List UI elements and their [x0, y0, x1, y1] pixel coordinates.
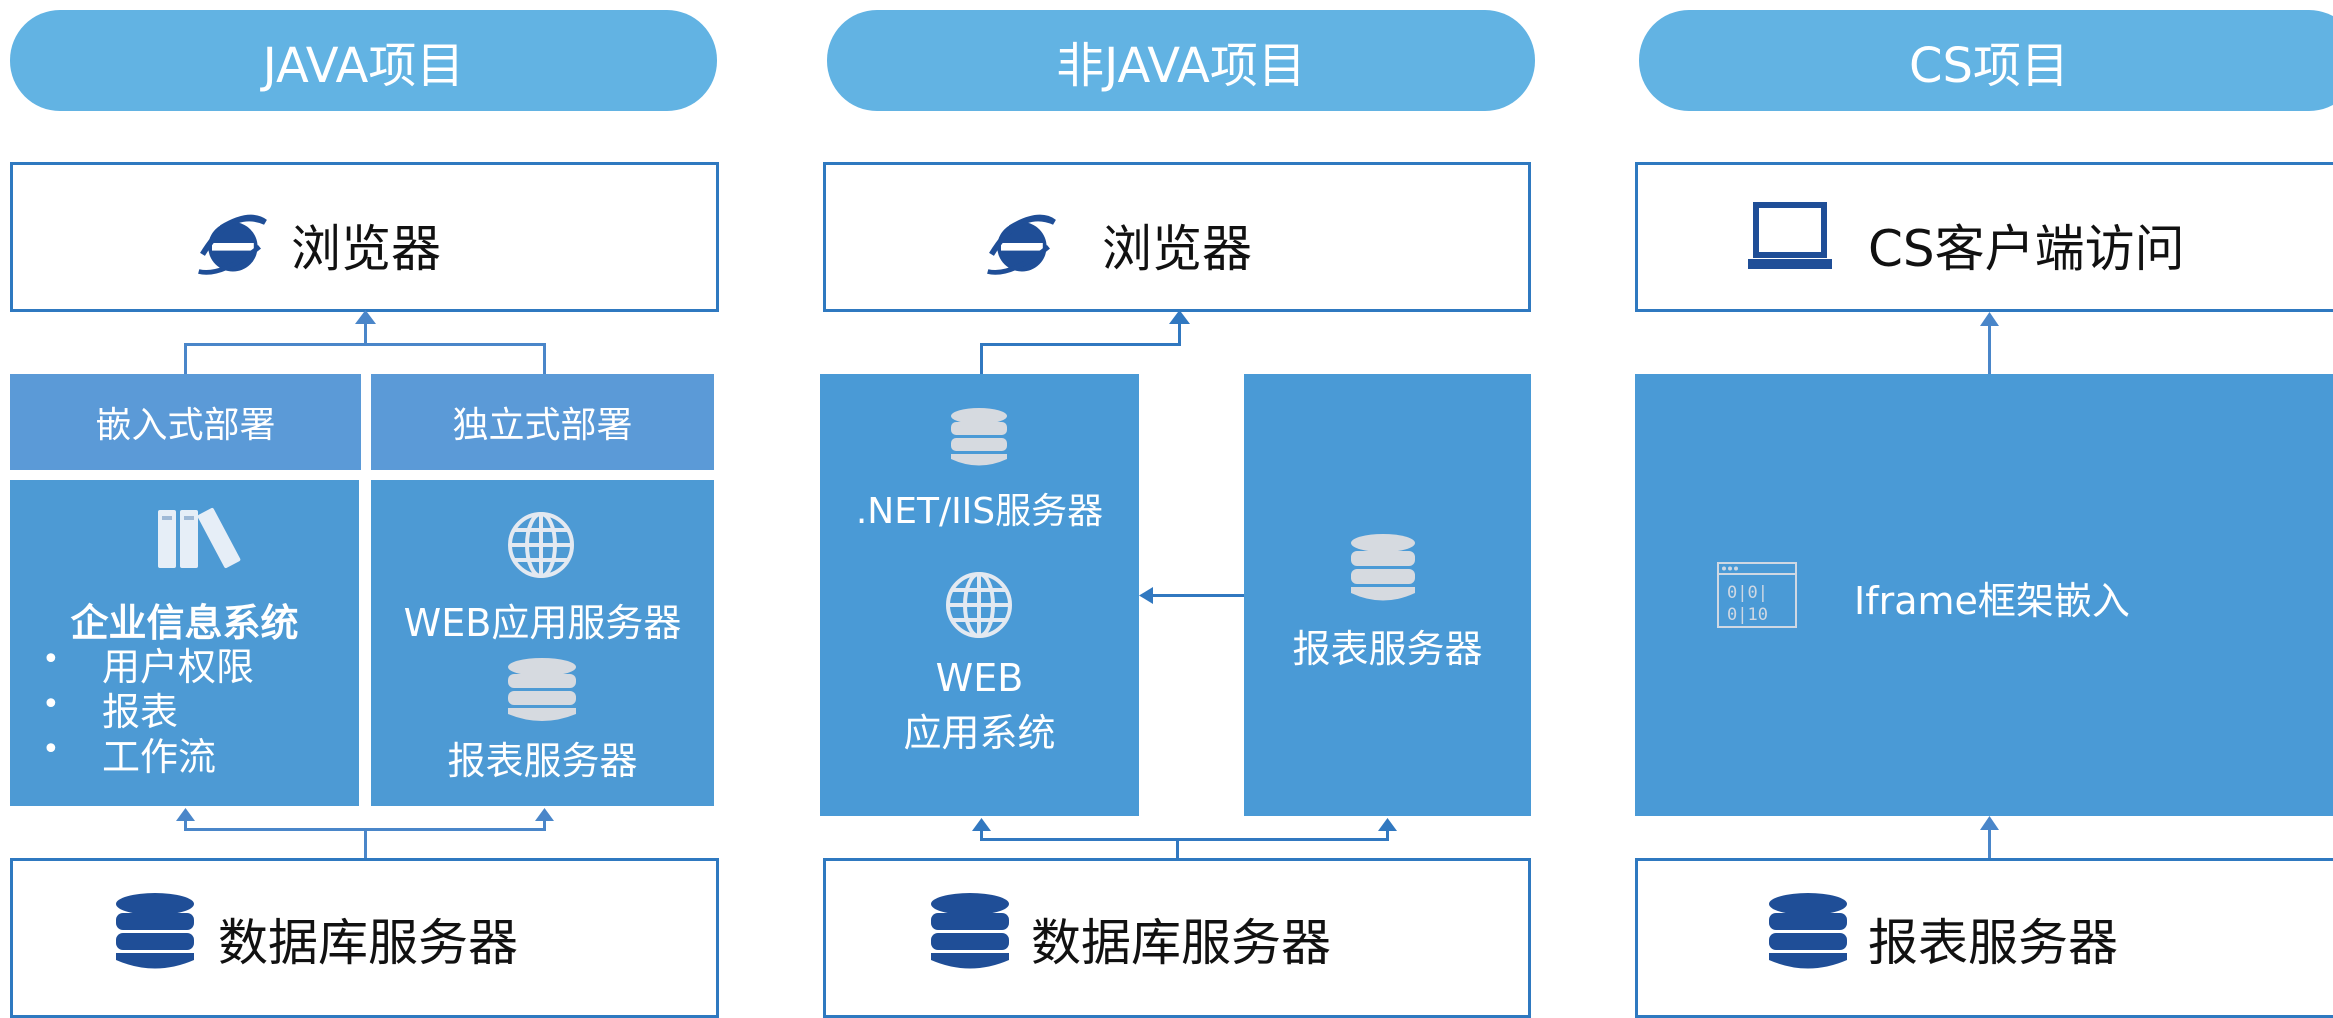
database-icon — [931, 893, 1009, 969]
arrowhead — [355, 310, 376, 324]
laptop-icon — [1748, 202, 1832, 269]
iframe-embed-panel: 0|0| 0|10 Iframe框架嵌入 — [1635, 374, 2333, 816]
database-icon — [1351, 534, 1415, 601]
bullet-dot: • — [42, 642, 60, 677]
nonjava-report-panel: 报表服务器 — [1244, 374, 1531, 816]
nonjava-title-pill: 非JAVA项目 — [827, 10, 1535, 111]
report-server-label: 报表服务器 — [447, 739, 638, 783]
net-iis-label: .NET/IIS服务器 — [855, 491, 1104, 532]
database-icon — [1769, 893, 1847, 969]
nonjava-report-label: 报表服务器 — [1292, 627, 1483, 671]
iframe-label: Iframe框架嵌入 — [1854, 579, 2130, 623]
connector — [980, 343, 1181, 346]
nonjava-title: 非JAVA项目 — [1056, 37, 1306, 94]
connector — [1988, 828, 1991, 860]
cs-title: CS项目 — [1909, 37, 2069, 94]
ie-browser-icon — [198, 214, 267, 275]
globe-icon — [508, 512, 574, 578]
connector — [184, 343, 187, 375]
web-app-line2: 应用系统 — [903, 711, 1056, 755]
standalone-server-panel: WEB应用服务器 报表服务器 — [371, 480, 714, 806]
connector — [184, 343, 546, 346]
embedded-deploy-label: 嵌入式部署 — [95, 405, 276, 446]
nonjava-browser-label: 浏览器 — [1102, 220, 1252, 278]
cs-report-server-label: 报表服务器 — [1868, 914, 2118, 972]
web-app-server-label: WEB应用服务器 — [403, 601, 682, 645]
arrowhead — [1169, 310, 1190, 324]
connector — [1178, 320, 1181, 346]
net-iis-panel: .NET/IIS服务器 WEB 应用系统 — [820, 374, 1139, 816]
java-browser-box: 浏览器 — [10, 162, 719, 312]
arrowhead — [1980, 312, 1999, 326]
database-icon — [508, 658, 576, 721]
connector — [1988, 322, 1991, 375]
connector — [1150, 594, 1244, 597]
java-browser-label: 浏览器 — [291, 220, 441, 278]
cs-client-label: CS客户端访问 — [1868, 220, 2185, 278]
cs-client-box: CS客户端访问 — [1635, 162, 2333, 312]
enterprise-system-panel: 企业信息系统 • 用户权限 • 报表 • 工作流 — [10, 480, 359, 806]
arrowhead — [1139, 587, 1153, 604]
bullet-dot: • — [42, 687, 60, 722]
java-title-pill: JAVA项目 — [10, 10, 717, 111]
embedded-deploy-header: 嵌入式部署 — [10, 374, 361, 470]
enterprise-bullet-3: 工作流 — [102, 735, 217, 779]
bullet-dot: • — [42, 732, 60, 767]
arrowhead — [535, 808, 554, 821]
java-title: JAVA项目 — [262, 37, 465, 94]
enterprise-bullet-2: 报表 — [102, 690, 179, 734]
arrowhead — [1980, 816, 1999, 830]
connector — [364, 828, 367, 860]
ie-browser-icon — [987, 214, 1056, 275]
nonjava-db-label: 数据库服务器 — [1031, 914, 1331, 972]
enterprise-bullet-1: 用户权限 — [102, 645, 255, 689]
enterprise-title: 企业信息系统 — [70, 601, 299, 645]
connector — [184, 818, 187, 830]
web-app-line1: WEB — [935, 656, 1024, 700]
connector — [980, 830, 983, 840]
database-icon — [951, 408, 1007, 466]
arrowhead — [1378, 818, 1397, 831]
cs-report-server-box: 报表服务器 — [1635, 858, 2333, 1018]
binary-window-icon: 0|0| 0|10 — [1717, 562, 1797, 628]
java-db-label: 数据库服务器 — [218, 914, 518, 972]
connector — [364, 320, 367, 345]
globe-icon — [946, 572, 1012, 638]
nonjava-db-server-box: 数据库服务器 — [823, 858, 1531, 1018]
svg-text:0|10: 0|10 — [1727, 605, 1768, 625]
connector — [980, 343, 983, 375]
cs-title-pill: CS项目 — [1639, 10, 2333, 111]
connector — [543, 818, 546, 830]
arrowhead — [176, 808, 195, 821]
connector — [1386, 830, 1389, 840]
arrowhead — [972, 818, 991, 831]
standalone-deploy-header: 独立式部署 — [371, 374, 714, 470]
connector — [980, 838, 1389, 841]
nonjava-browser-box: 浏览器 — [823, 162, 1531, 312]
standalone-deploy-label: 独立式部署 — [452, 405, 633, 446]
connector — [543, 343, 546, 375]
svg-text:0|0|: 0|0| — [1727, 583, 1768, 603]
database-icon — [116, 893, 194, 969]
connector — [1176, 838, 1179, 860]
java-db-server-box: 数据库服务器 — [10, 858, 719, 1018]
books-icon — [158, 507, 241, 569]
